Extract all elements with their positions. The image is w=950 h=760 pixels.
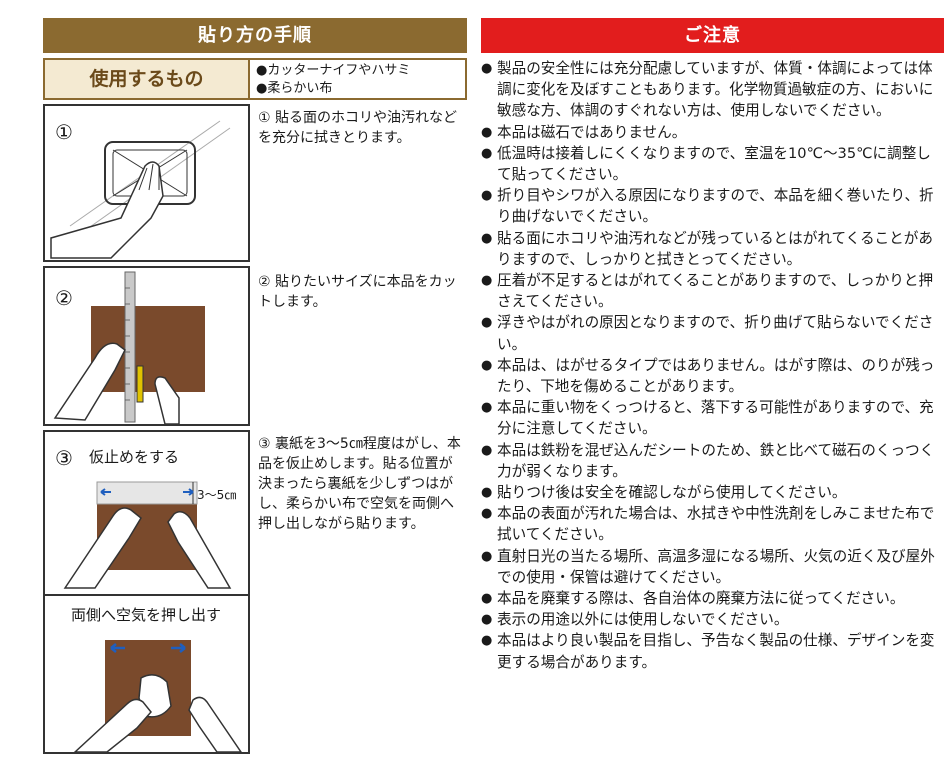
- temp-fix-label: 仮止めをする: [89, 448, 180, 466]
- caution-item: 本品に重い物をくっつけると、落下する可能性がありますので、充分に注意してください…: [481, 397, 944, 439]
- caution-item: 本品の表面が汚れた場合は、水拭きや中性洗剤をしみこませた布で拭いてください。: [481, 503, 944, 545]
- caution-item: 貼りつけ後は安全を確認しながら使用してください。: [481, 482, 944, 503]
- caution-item: 貼る面にホコリや油汚れなどが残っているとはがれてくることがありますので、しっかり…: [481, 228, 944, 270]
- caution-item: 本品は、はがせるタイプではありません。はがす際は、のりが残ったり、下地を傷めるこ…: [481, 355, 944, 397]
- step1-text: ① 貼る面のホコリや油汚れなどを充分に拭きとります。: [258, 110, 458, 146]
- step2-number: ②: [55, 286, 73, 310]
- uses-items: ●カッターナイフやハサミ ●柔らかい布: [250, 58, 467, 100]
- panel-divider: [45, 594, 248, 596]
- uses-item-cutter: ●カッターナイフやハサミ: [256, 63, 411, 78]
- caution-list: 製品の安全性には充分配慮していますが、体質・体調によっては体調に変化を及ぼすこと…: [481, 58, 944, 673]
- uses-item-cloth: ●柔らかい布: [256, 81, 333, 96]
- step2-illustration: ②: [43, 266, 250, 426]
- caution-item: 製品の安全性には充分配慮していますが、体質・体調によっては体調に変化を及ぼすこと…: [481, 58, 944, 122]
- caution-item: 本品はより良い製品を目指し、予告なく製品の仕様、デザインを変更する場合があります…: [481, 630, 944, 672]
- caution-item: 直射日光の当たる場所、高温多湿になる場所、火気の近く及び屋外での使用・保管は避け…: [481, 546, 944, 588]
- step2-text: ② 貼りたいサイズに本品をカットします。: [258, 274, 457, 310]
- push-air-label: 両側へ空気を押し出す: [71, 606, 222, 624]
- step3-illustration: ③ 仮止めをする 3～5㎝ 両側へ空気を押し出す: [43, 430, 250, 754]
- caution-item: 本品を廃棄する際は、各自治体の廃棄方法に従ってください。: [481, 588, 944, 609]
- caution-item: 圧着が不足するとはがれてくることがありますので、しっかりと押さえてください。: [481, 270, 944, 312]
- cut-sheet-drawing: [53, 271, 205, 424]
- step1-illustration: ①: [43, 104, 250, 262]
- step3-number: ③: [55, 446, 73, 470]
- caution-item: 表示の用途以外には使用しないでください。: [481, 609, 944, 630]
- caution-item: 本品は磁石ではありません。: [481, 122, 944, 143]
- caution-item: 低温時は接着しにくくなりますので、室温を10℃～35℃に調整して貼ってください。: [481, 143, 944, 185]
- step3-text: ③ 裏紙を3～5㎝程度はがし、本品を仮止めします。貼る位置が決まったら裏紙を少し…: [258, 436, 461, 532]
- howto-title: 貼り方の手順: [43, 18, 467, 53]
- push-air-drawing: [73, 640, 242, 752]
- uses-label: 使用するもの: [43, 58, 250, 100]
- step1-number: ①: [55, 120, 73, 144]
- measure-label: 3～5㎝: [197, 488, 237, 502]
- caution-item: 浮きやはがれの原因となりますので、折り曲げて貼らないでください。: [481, 312, 944, 354]
- wipe-surface-drawing: [50, 120, 231, 259]
- temp-fix-drawing: [63, 481, 232, 589]
- caution-title: ご注意: [481, 18, 944, 53]
- caution-item: 折り目やシワが入る原因になりますので、本品を細く巻いたり、折り曲げないでください…: [481, 185, 944, 227]
- caution-item: 本品は鉄粉を混ぜ込んだシートのため、鉄と比べて磁石のくっつく力が弱くなります。: [481, 440, 944, 482]
